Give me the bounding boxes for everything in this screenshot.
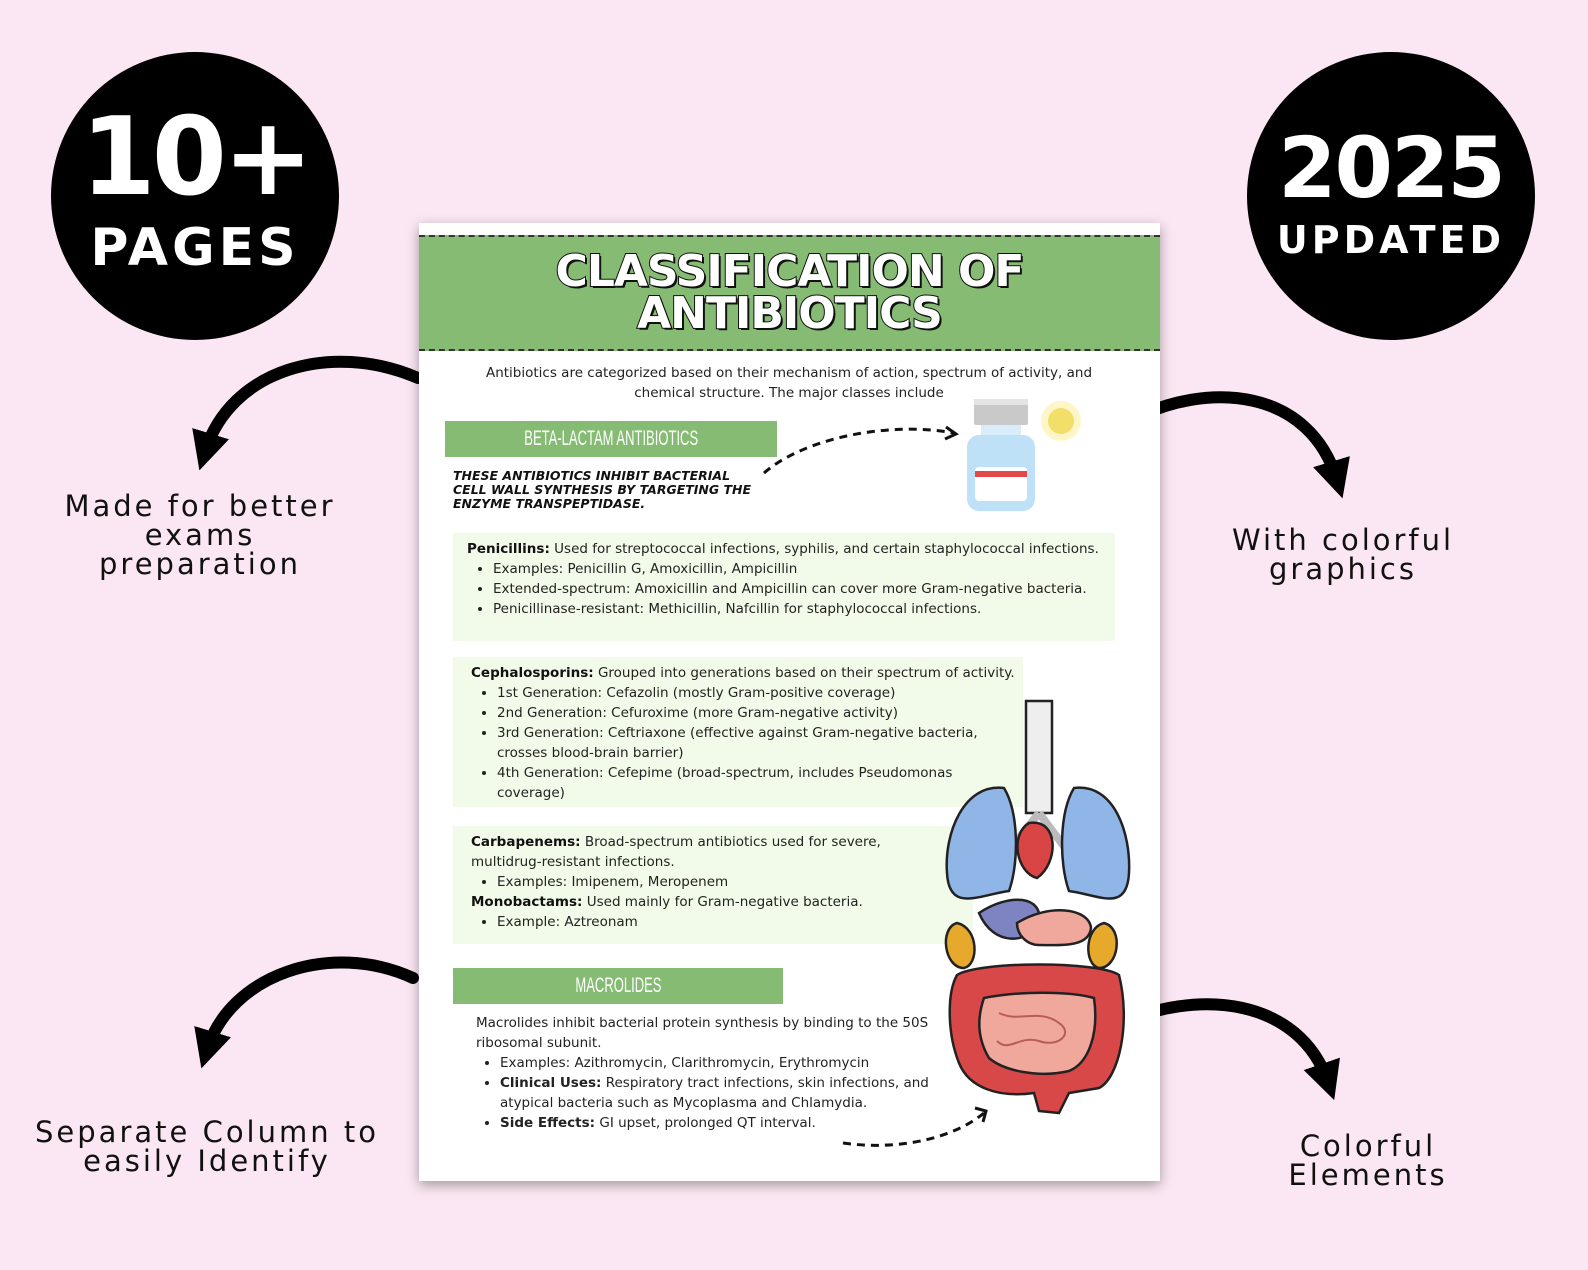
- callout-exam-prep: Made for better exams preparation: [40, 492, 360, 579]
- label: Cephalosporins:: [471, 665, 594, 681]
- label: Side Effects:: [500, 1115, 596, 1131]
- section-heading-text: MACROLIDES: [574, 974, 662, 997]
- carbapenems-list: Examples: Imipenem, Meropenem: [471, 872, 973, 892]
- callout-line: exams preparation: [99, 518, 301, 581]
- callout-separate-column: Separate Column to easily Identify: [22, 1118, 392, 1176]
- lead-line: CELL WALL SYNTHESIS BY TARGETING THE: [453, 482, 752, 497]
- callout-colorful-graphics: With colorful graphics: [1198, 526, 1488, 584]
- lead-line: THESE ANTIBIOTICS INHIBIT BACTERIAL: [453, 468, 731, 483]
- beta-lactam-lead: THESE ANTIBIOTICS INHIBIT BACTERIAL CELL…: [453, 469, 773, 511]
- text: Broad-spectrum antibiotics used for seve…: [471, 834, 881, 870]
- dashed-arrow-icon: [842, 1111, 985, 1147]
- callout-line: Colorful: [1299, 1129, 1437, 1163]
- document-page: CLASSIFICATION OF ANTIBIOTICS Antibiotic…: [419, 223, 1160, 1181]
- list-item: Examples: Imipenem, Meropenem: [497, 872, 973, 892]
- macrolides-text: Macrolides inhibit bacterial protein syn…: [476, 1013, 956, 1133]
- pages-count: 10+: [80, 95, 314, 220]
- callout-line: Made for better: [64, 489, 336, 523]
- document-header: CLASSIFICATION OF ANTIBIOTICS: [419, 235, 1160, 351]
- list-item: Penicillinase-resistant: Methicillin, Na…: [493, 599, 1103, 619]
- label: Clinical Uses:: [500, 1075, 602, 1091]
- title-line: CLASSIFICATION OF: [555, 246, 1026, 298]
- pages-badge: 10+ PAGES: [51, 52, 339, 340]
- monobactams-list: Example: Aztreonam: [471, 912, 973, 932]
- penicillins-heading: Penicillins: Used for streptococcal infe…: [467, 539, 1103, 559]
- label: Monobactams:: [471, 894, 583, 910]
- list-item: Examples: Penicillin G, Amoxicillin, Amp…: [493, 559, 1103, 579]
- text: GI upset, prolonged QT interval.: [595, 1115, 816, 1131]
- list-item: Example: Aztreonam: [497, 912, 973, 932]
- vial-icon: [967, 399, 1081, 511]
- callout-line: With colorful: [1231, 523, 1455, 557]
- callout-line: easily Identify: [83, 1144, 331, 1178]
- macrolides-list: Examples: Azithromycin, Clarithromycin, …: [476, 1053, 956, 1133]
- dashed-arrow-icon: [763, 427, 955, 475]
- penicillins-list: Examples: Penicillin G, Amoxicillin, Amp…: [467, 559, 1103, 619]
- carbapenems-heading: Carbapenems: Broad-spectrum antibiotics …: [471, 832, 901, 872]
- callout-line: Separate Column to: [35, 1115, 379, 1149]
- section-heading-text: BETA-LACTAM ANTIBIOTICS: [524, 427, 698, 450]
- callout-line: graphics: [1268, 552, 1417, 586]
- title-line: ANTIBIOTICS: [636, 288, 944, 339]
- label: Penicillins:: [467, 541, 550, 557]
- list-item: 4th Generation: Cefepime (broad-spectrum…: [497, 763, 1007, 803]
- callout-colorful-elements: Colorful Elements: [1238, 1132, 1498, 1190]
- year-badge: 2025 UPDATED: [1247, 52, 1535, 340]
- label: Carbapenems:: [471, 834, 581, 850]
- list-item: Extended-spectrum: Amoxicillin and Ampic…: [493, 579, 1103, 599]
- illustrations: [763, 399, 1131, 1147]
- text: Respiratory tract infections, skin infec…: [500, 1075, 929, 1111]
- text: Used mainly for Gram-negative bacteria.: [582, 894, 863, 910]
- macrolides-intro: Macrolides inhibit bacterial protein syn…: [476, 1015, 929, 1051]
- callout-line: Elements: [1288, 1158, 1448, 1192]
- penicillins-box: Penicillins: Used for streptococcal infe…: [453, 533, 1115, 641]
- list-item: Examples: Azithromycin, Clarithromycin, …: [500, 1053, 956, 1073]
- list-item: 1st Generation: Cefazolin (mostly Gram-p…: [497, 683, 1007, 703]
- list-item: Side Effects: GI upset, prolonged QT int…: [500, 1113, 956, 1133]
- text: Grouped into generations based on their …: [593, 665, 1015, 681]
- carbapenems-box: Carbapenems: Broad-spectrum antibiotics …: [453, 826, 973, 944]
- list-item: 3rd Generation: Ceftriaxone (effective a…: [497, 723, 1007, 763]
- lead-line: ENZYME TRANSPEPTIDASE.: [453, 496, 646, 511]
- year-label: UPDATED: [1276, 218, 1506, 262]
- intro-text: Antibiotics are categorized based on the…: [485, 365, 1093, 401]
- text: Used for streptococcal infections, syphi…: [549, 541, 1099, 557]
- document-title: CLASSIFICATION OF ANTIBIOTICS: [540, 246, 1040, 339]
- list-item: Clinical Uses: Respiratory tract infecti…: [500, 1073, 956, 1113]
- year-value: 2025: [1278, 119, 1506, 217]
- section-heading-macrolides: MACROLIDES: [453, 968, 783, 1004]
- cephalosporins-heading: Cephalosporins: Grouped into generations…: [471, 663, 1023, 683]
- pages-label: PAGES: [90, 218, 300, 278]
- list-item: 2nd Generation: Cefuroxime (more Gram-ne…: [497, 703, 1007, 723]
- cephalosporins-box: Cephalosporins: Grouped into generations…: [453, 657, 1023, 807]
- section-heading-beta-lactam: BETA-LACTAM ANTIBIOTICS: [445, 421, 777, 457]
- monobactams-heading: Monobactams: Used mainly for Gram-negati…: [471, 892, 973, 912]
- organs-illustration-icon: [944, 699, 1131, 1115]
- cephalosporins-list: 1st Generation: Cefazolin (mostly Gram-p…: [471, 683, 1007, 803]
